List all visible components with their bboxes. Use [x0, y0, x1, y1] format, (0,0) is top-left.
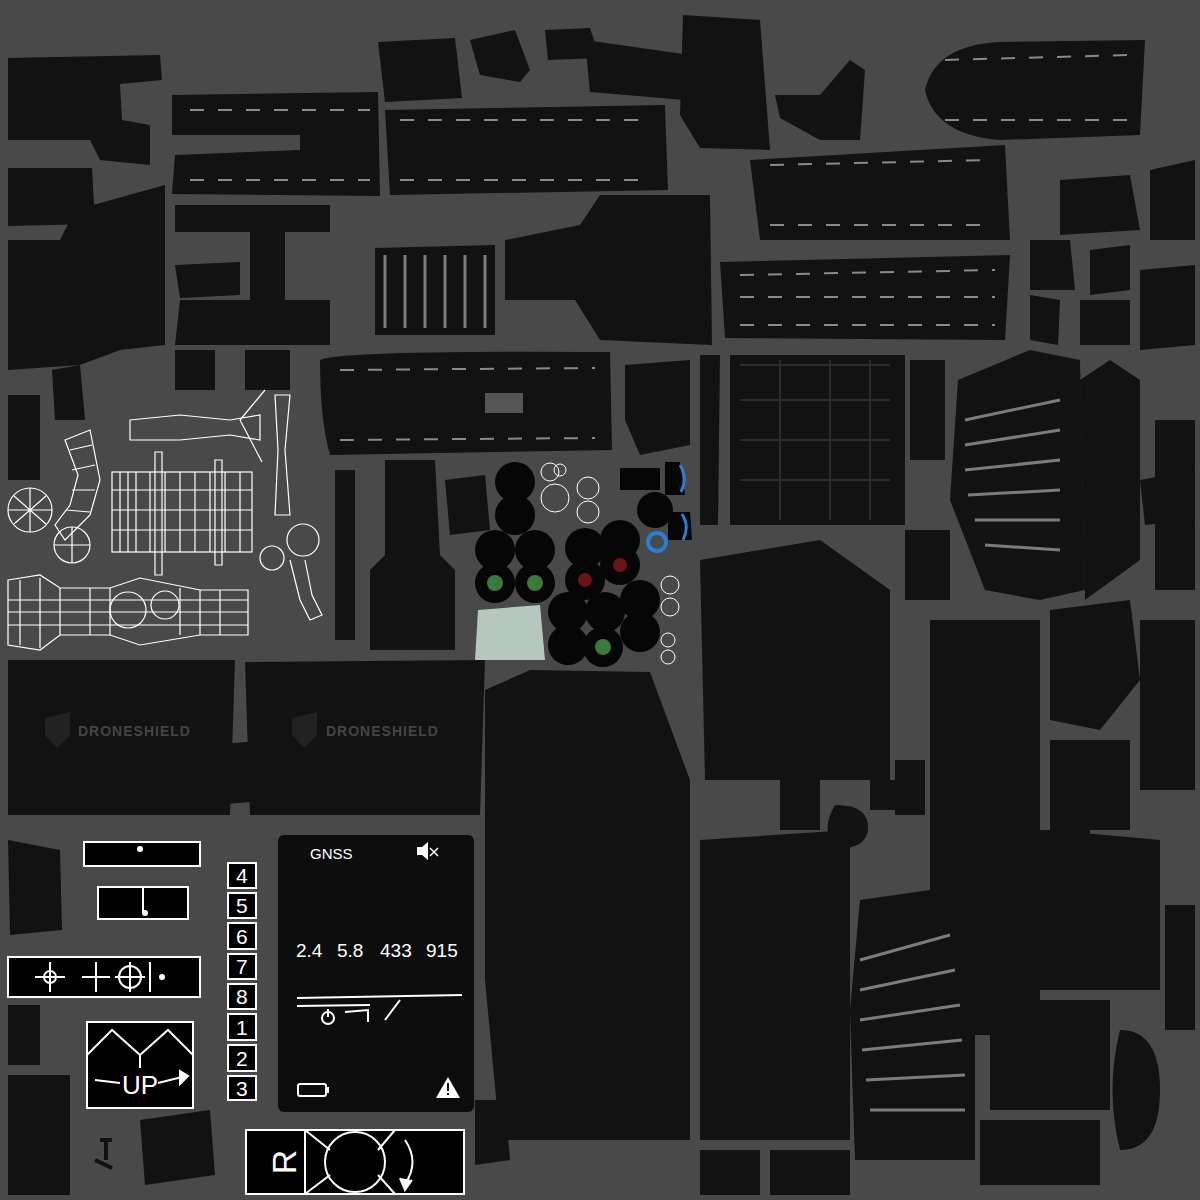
gnss-panel: GNSS 2.4 5.8 433 915: [278, 835, 474, 1112]
number-box: 4: [227, 862, 257, 889]
callout-number: 5: [236, 895, 248, 916]
number-box: 5: [227, 892, 257, 919]
watermark: DRONESHIELD: [78, 724, 191, 738]
callout-number: 2: [236, 1048, 248, 1069]
callout-number: 1: [236, 1017, 248, 1038]
panel-letter: R: [267, 1150, 301, 1175]
up-label-panel: UP: [87, 1022, 193, 1108]
frequency-value: 433: [380, 941, 412, 960]
panel-letter: UP: [122, 1072, 158, 1098]
number-box: 8: [227, 983, 257, 1010]
frequency-value: 2.4: [296, 941, 322, 960]
frequency-value: 915: [426, 941, 458, 960]
number-box: 6: [227, 922, 257, 950]
callout-number: 8: [236, 986, 248, 1007]
watermark: DRONESHIELD: [326, 724, 439, 738]
r-label-panel: R: [246, 1130, 464, 1194]
callout-number: 3: [236, 1078, 248, 1099]
callout-number: 7: [236, 956, 248, 977]
panel-heading: GNSS: [310, 846, 353, 861]
callout-number: 6: [236, 926, 248, 947]
number-box: 7: [227, 953, 257, 980]
number-box: 1: [227, 1013, 257, 1041]
number-box: 2: [227, 1044, 257, 1072]
callout-number: 4: [236, 865, 248, 886]
number-box: 3: [227, 1075, 257, 1101]
frequency-value: 5.8: [337, 941, 363, 960]
